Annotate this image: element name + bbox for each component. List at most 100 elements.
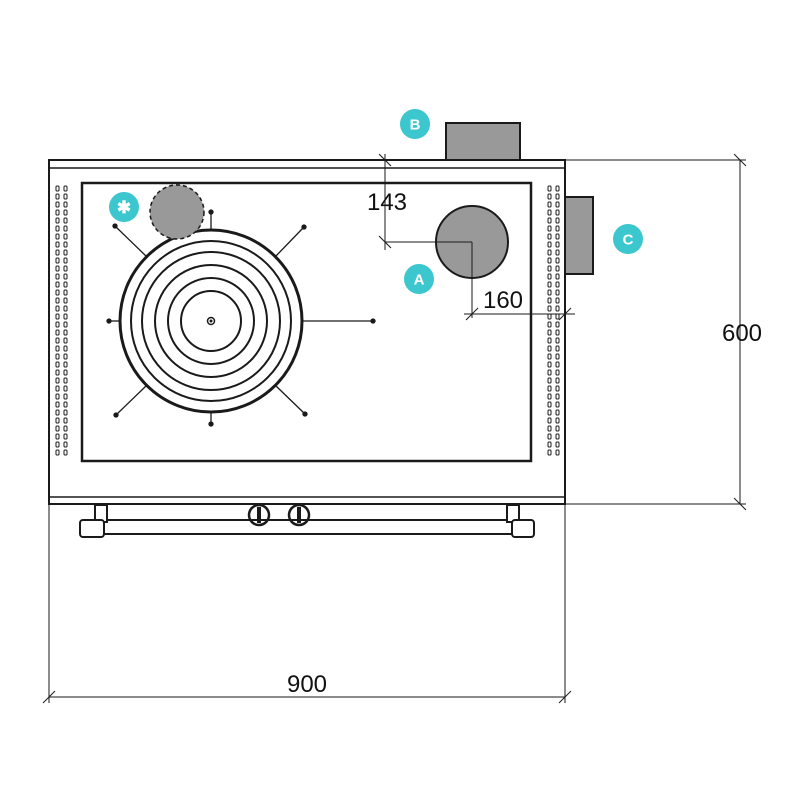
hotplate-surface <box>80 181 533 463</box>
vent-slot <box>547 281 552 288</box>
vent-slot <box>547 353 552 360</box>
control-knobs <box>247 503 311 527</box>
marker-c: C <box>613 224 643 254</box>
vent-slot <box>555 449 560 456</box>
control-knob-2 <box>287 503 311 527</box>
vent-slot <box>63 217 68 224</box>
vent-slot <box>63 225 68 232</box>
vent-slot <box>547 225 552 232</box>
vent-slot <box>547 401 552 408</box>
optional-flue-outlet <box>149 184 205 240</box>
vent-slot <box>555 329 560 336</box>
vent-slot <box>55 385 60 392</box>
vent-slot <box>547 185 552 192</box>
vent-slot <box>555 297 560 304</box>
vent-slot <box>547 329 552 336</box>
vent-slot <box>63 433 68 440</box>
vent-slot <box>63 449 68 456</box>
vent-slot <box>547 313 552 320</box>
vent-slot <box>547 241 552 248</box>
stove-outer-frame <box>48 159 566 505</box>
vent-slot <box>555 409 560 416</box>
vent-slot <box>547 217 552 224</box>
vent-slot <box>555 321 560 328</box>
vent-slot <box>547 345 552 352</box>
marker-asterisk: ✱ <box>109 192 139 222</box>
vent-slot <box>555 225 560 232</box>
vent-slot <box>547 209 552 216</box>
vent-slot <box>555 193 560 200</box>
vent-slot <box>55 337 60 344</box>
vent-slot <box>55 273 60 280</box>
vent-slot <box>55 409 60 416</box>
hob-ring-2 <box>130 240 292 402</box>
vent-slot <box>55 313 60 320</box>
vent-slot <box>555 353 560 360</box>
vent-slot <box>555 273 560 280</box>
vent-slot <box>547 409 552 416</box>
dimension-lines <box>42 153 747 704</box>
vent-slot <box>555 281 560 288</box>
vent-slot <box>63 289 68 296</box>
vent-slot <box>55 353 60 360</box>
vent-slot <box>555 257 560 264</box>
vent-slot <box>547 425 552 432</box>
vent-slot <box>63 337 68 344</box>
vent-slot <box>55 297 60 304</box>
hob-ring-6 <box>180 290 242 352</box>
vent-slot <box>555 233 560 240</box>
vent-slot <box>63 385 68 392</box>
vent-slot <box>63 377 68 384</box>
dimension-depth-label: 600 <box>722 320 762 347</box>
left-vent-slots <box>55 185 68 456</box>
vent-slot <box>55 305 60 312</box>
hob-heat-lines <box>106 209 376 427</box>
vent-slot <box>555 369 560 376</box>
vent-slot <box>55 401 60 408</box>
vent-slot <box>555 217 560 224</box>
vent-slot <box>55 241 60 248</box>
vent-slot <box>547 257 552 264</box>
vent-slot <box>555 289 560 296</box>
vent-slot <box>547 337 552 344</box>
vent-slot <box>63 193 68 200</box>
rail-bar <box>103 519 513 535</box>
vent-slot <box>547 233 552 240</box>
vent-slot <box>63 401 68 408</box>
vent-slot <box>63 241 68 248</box>
vent-slot <box>547 361 552 368</box>
vent-slot <box>547 297 552 304</box>
vent-slot <box>63 257 68 264</box>
vent-slot <box>555 313 560 320</box>
vent-slot <box>63 209 68 216</box>
vent-slot <box>555 393 560 400</box>
vent-slot <box>63 273 68 280</box>
vent-slot <box>555 377 560 384</box>
marker-a: A <box>404 264 434 294</box>
vent-slot <box>63 305 68 312</box>
vent-slot <box>55 369 60 376</box>
vent-slot <box>55 417 60 424</box>
vent-slot <box>55 377 60 384</box>
vent-slot <box>63 441 68 448</box>
vent-slot <box>547 441 552 448</box>
vent-slot <box>547 393 552 400</box>
stove-body <box>48 159 566 505</box>
vent-slot <box>55 329 60 336</box>
marker-b: B <box>400 109 430 139</box>
vent-slot <box>547 305 552 312</box>
marker-c-label: C <box>623 232 634 249</box>
vent-slot <box>555 401 560 408</box>
vent-slot <box>63 185 68 192</box>
vent-slot <box>55 193 60 200</box>
vent-slot <box>547 289 552 296</box>
vent-slot <box>55 345 60 352</box>
vent-slot <box>555 337 560 344</box>
marker-asterisk-label: ✱ <box>117 198 131 217</box>
vent-slot <box>547 417 552 424</box>
flue-outlet-c <box>564 196 594 275</box>
vent-slot <box>555 345 560 352</box>
vent-slot <box>547 249 552 256</box>
marker-a-label: A <box>414 272 425 289</box>
right-vent-slots <box>547 185 560 456</box>
